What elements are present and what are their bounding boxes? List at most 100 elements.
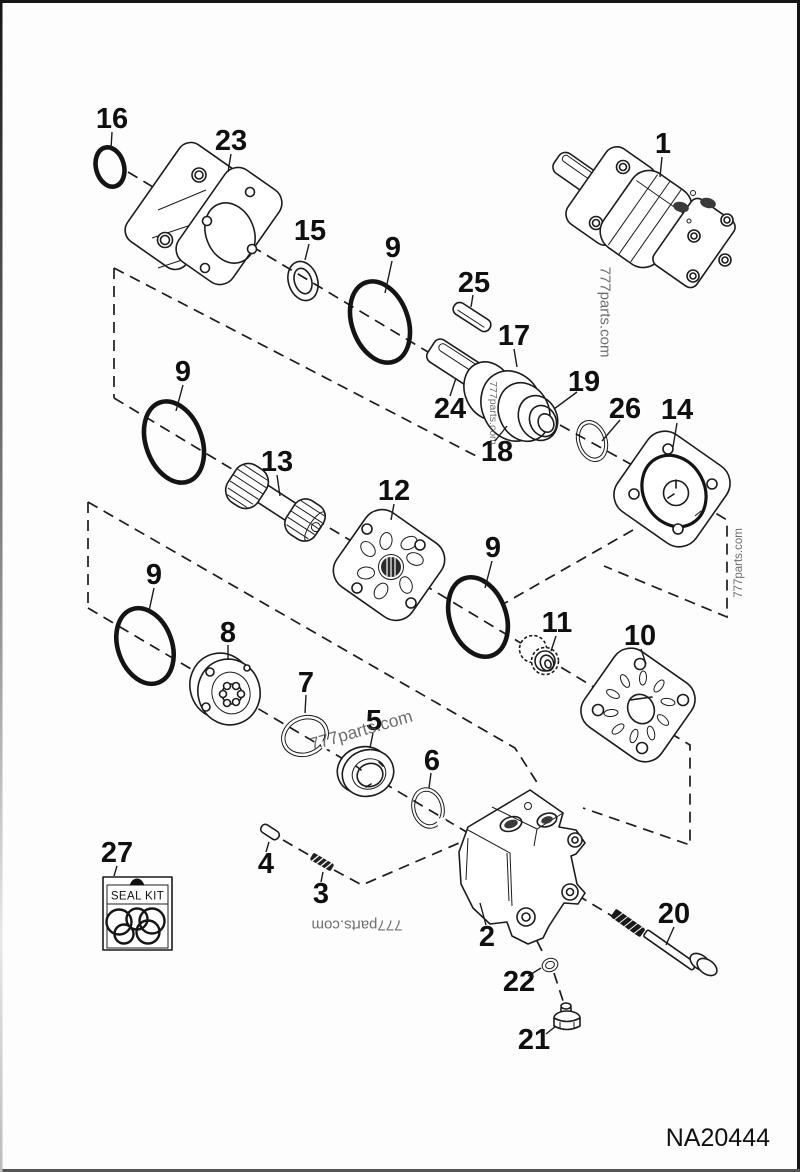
part-callout-label: 6: [424, 745, 440, 777]
part-callout-label: 13: [261, 446, 293, 478]
callout-leader: [470, 294, 474, 308]
part-callout-label: 2: [479, 921, 495, 953]
part-9-oring-d: [114, 605, 176, 687]
part-callout-label: 14: [661, 394, 693, 426]
part-callout-label: 3: [313, 878, 329, 910]
callout-leader: [227, 153, 232, 173]
part-22-washer: [541, 957, 559, 973]
part-callout-label: 7: [298, 667, 314, 699]
part-9-oring-b: [141, 399, 207, 485]
part-callout-label: 21: [518, 1024, 550, 1056]
assembly-axis-dashed-line: [333, 839, 467, 886]
callout-leader: [304, 694, 307, 714]
part-1-motor-assembly: [552, 145, 736, 289]
part-callout-label: 19: [568, 366, 600, 398]
callout-leader: [550, 635, 557, 652]
seal-kit-hang-tab: [129, 878, 145, 886]
callout-leader: [601, 419, 621, 442]
callout-leader: [276, 474, 281, 497]
part-callout-label: 8: [220, 617, 236, 649]
callout-leader: [113, 865, 118, 877]
assembly-axis-dashed-line: [87, 607, 498, 851]
callout-leader: [449, 377, 457, 397]
callout-leader: [304, 243, 310, 261]
callout-leader: [384, 260, 393, 294]
callout-leader: [672, 422, 678, 448]
part-callout-label: 25: [458, 267, 490, 299]
part-9-oring-c: [445, 575, 511, 659]
callout-leader: [640, 648, 647, 665]
part-9-oring-a: [347, 279, 413, 365]
watermark-text: 777parts.com: [487, 381, 499, 445]
callout-leader: [553, 391, 578, 410]
part-15-seal: [287, 260, 319, 302]
callout-leader: [320, 871, 324, 883]
part-callout-label: 20: [658, 898, 690, 930]
callout-leader: [659, 156, 663, 178]
part-callout-label: 4: [258, 848, 274, 880]
seal-kit-label: SEAL KIT: [111, 891, 164, 903]
part-4-pin: [259, 823, 281, 841]
assembly-axis-dashed-line: [559, 424, 671, 487]
part-17-18-19-bearing-seal-stack: [463, 361, 559, 443]
callout-leader: [484, 560, 493, 589]
part-2-valve-housing: [458, 789, 586, 945]
part-callout-label: 18: [481, 436, 513, 468]
assembly-axis-dashed-line: [504, 529, 634, 604]
watermark-text: 777parts.com: [312, 917, 403, 934]
part-callout-label: 11: [542, 607, 573, 639]
assembly-axis-dashed-line: [603, 485, 728, 619]
callout-leader: [369, 732, 374, 749]
part-callout-label: 16: [96, 103, 128, 135]
part-13-drive-shaft: [224, 462, 326, 542]
part-callout-label: 12: [378, 475, 410, 507]
assembly-axis-dashed-line: [553, 972, 566, 1008]
callout-leader: [527, 967, 542, 977]
part-26-ring: [575, 419, 609, 463]
part-callout-label: 26: [609, 393, 641, 425]
part-callout-label: 22: [503, 966, 535, 998]
assembly-axis-dashed-line: [582, 732, 691, 847]
callout-leader: [428, 772, 432, 789]
part-callout-label: 23: [215, 125, 247, 157]
callout-leader-lines: [110, 131, 678, 1035]
part-callout-label: 15: [294, 215, 326, 247]
part-27-seal-kit: SEAL KIT: [102, 876, 173, 951]
drawing-number: NA20444: [666, 1124, 770, 1152]
part-callout-label: 17: [498, 320, 530, 352]
part-8-bearing-housing: [189, 652, 261, 726]
part-11-coupling: [518, 634, 560, 676]
part-21-nut: [553, 1002, 581, 1031]
part-callout-label: 1: [655, 128, 671, 160]
part-5-seal-gland: [336, 745, 395, 798]
part-callout-label: 10: [624, 620, 656, 652]
callout-leader: [390, 503, 395, 521]
assembly-axis-dashed-line: [282, 839, 310, 856]
callout-leader: [479, 902, 487, 926]
part-7-retaining-ring: [281, 714, 335, 758]
part-callout-label: 9: [385, 232, 401, 264]
callout-leader: [265, 841, 270, 853]
part-10-end-plate: [580, 647, 696, 763]
watermark-text: 777parts.com: [597, 267, 614, 358]
part-callout-label: 5: [366, 705, 382, 737]
part-callout-label: 27: [101, 837, 133, 869]
callout-leader: [148, 587, 155, 612]
part-callout-label: 9: [146, 559, 162, 591]
callout-leader: [494, 425, 508, 442]
part-20-bolt: [611, 909, 718, 977]
part-12-gerotor-plate: [332, 508, 446, 622]
part-callout-label: 9: [175, 356, 191, 388]
assembly-axis-dashed-line: [576, 894, 613, 917]
part-14-flange: [613, 430, 731, 548]
part-23-flange: [124, 141, 283, 286]
callout-leader: [110, 131, 113, 150]
callout-labels: 1234567899991011121314151617181920212223…: [96, 103, 693, 1056]
assembly-axis-dashed-line: [87, 501, 539, 785]
callout-leader: [665, 926, 675, 946]
part-25-key: [452, 301, 492, 333]
part-3-spring: [310, 853, 334, 871]
part-16-oring: [93, 145, 127, 189]
